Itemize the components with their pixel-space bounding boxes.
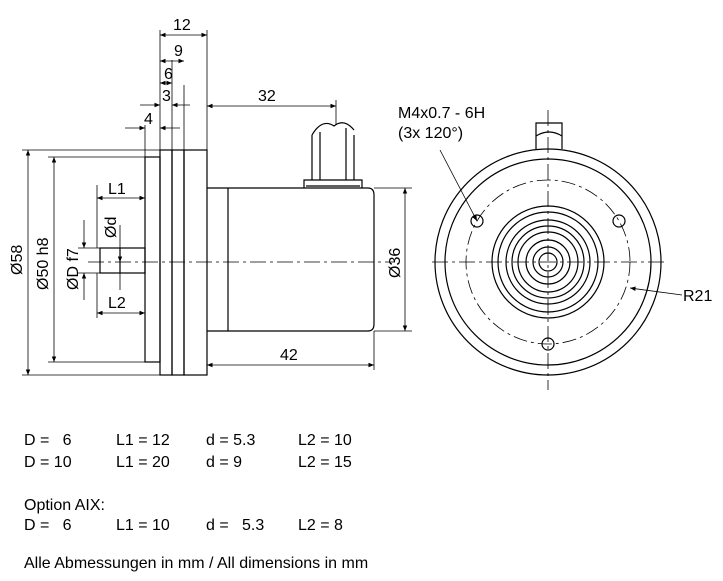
thread-hole-2 bbox=[612, 214, 626, 228]
dim-4: 4 bbox=[144, 111, 153, 128]
cable-gland bbox=[303, 128, 363, 188]
dim-l1: L1 bbox=[108, 181, 126, 198]
footnote: Alle Abmessungen in mm / All dimensions … bbox=[24, 555, 369, 572]
technical-drawing: 12 9 6 3 4 32 L1 L2 42 Ø58 Ø50 h8 ØD f7 … bbox=[9, 17, 712, 390]
dim-o50: Ø50 h8 bbox=[35, 237, 52, 290]
dim-42: 42 bbox=[280, 347, 298, 364]
thread-label: M4x0.7 - 6H bbox=[398, 105, 485, 122]
thread-hole-1 bbox=[470, 214, 484, 228]
dim-3: 3 bbox=[162, 88, 171, 105]
spigot bbox=[144, 156, 161, 363]
dim-l2: L2 bbox=[108, 295, 126, 312]
option-l1: L1 = 10 bbox=[116, 517, 170, 534]
shaft bbox=[99, 247, 146, 274]
housing-body bbox=[207, 187, 375, 332]
flange-plate-2 bbox=[171, 149, 185, 376]
front-cable-gland bbox=[535, 122, 563, 149]
option-l2: L2 = 8 bbox=[298, 517, 343, 534]
flange-plate-3 bbox=[183, 149, 208, 376]
side-dimension-lines bbox=[22, 30, 412, 376]
dim-9: 9 bbox=[174, 43, 183, 60]
option-heading: Option AIX: bbox=[24, 497, 105, 514]
dim-o36: Ø36 bbox=[387, 248, 404, 278]
row1-l2: L2 = 10 bbox=[298, 432, 352, 449]
row2-l1: L1 = 20 bbox=[116, 454, 170, 471]
option-d: D = 6 bbox=[24, 517, 72, 534]
row2-l2: L2 = 15 bbox=[298, 454, 352, 471]
front-leaders bbox=[439, 149, 683, 296]
row2-dsmall: d = 9 bbox=[206, 454, 243, 471]
dim-32: 32 bbox=[258, 88, 276, 105]
radius-label: R21 bbox=[683, 288, 712, 305]
dim-od: ØD f7 bbox=[65, 248, 82, 290]
front-centre-lines bbox=[432, 110, 665, 390]
option-dsmall: d = 5.3 bbox=[206, 517, 265, 534]
thread-count-label: (3x 120°) bbox=[398, 125, 463, 142]
dim-od-small: Ød bbox=[103, 217, 120, 238]
row1-d: D = 6 bbox=[24, 432, 72, 449]
dim-o58: Ø58 bbox=[9, 245, 26, 275]
row1-dsmall: d = 5.3 bbox=[206, 432, 256, 449]
row2-d: D = 10 bbox=[24, 454, 72, 471]
dim-12: 12 bbox=[173, 17, 191, 34]
dim-6: 6 bbox=[164, 66, 173, 83]
side-view bbox=[88, 122, 395, 376]
flange-plate-1 bbox=[159, 149, 173, 376]
row1-l1: L1 = 12 bbox=[116, 432, 170, 449]
